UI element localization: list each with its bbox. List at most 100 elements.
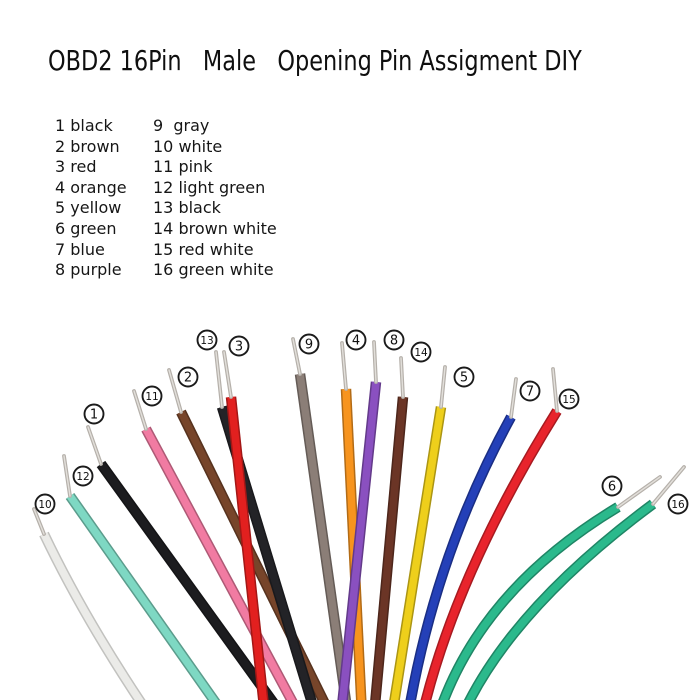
wire-8-stripped-tip-highlight: [373, 341, 377, 383]
legend-item: 12 light green: [153, 177, 266, 197]
pin-badge-16-number: 16: [671, 499, 685, 511]
legend-item: 6 green: [55, 218, 117, 238]
pin-badge-9-number: 9: [305, 338, 313, 353]
legend-item: 7 blue: [55, 239, 105, 259]
pin-badge-2-circle: [177, 366, 199, 388]
wire-15-red-white: [422, 409, 561, 700]
wire-16-stripped-tip-highlight: [652, 466, 685, 505]
pin-badge-12: 12: [72, 465, 94, 487]
pin-badge-8-number: 8: [390, 334, 398, 349]
wire-3-stripped-tip-highlight: [223, 351, 232, 398]
pin-badge-12-circle: [72, 465, 94, 487]
pin-badge-15-circle: [558, 388, 580, 410]
wire-7-blue: [407, 415, 515, 700]
wire-16-green-white: [465, 500, 656, 700]
wire-group: [32, 337, 686, 700]
legend-item: 9 gray: [153, 116, 210, 135]
pin-badge-6-circle: [601, 475, 623, 497]
pin-badge-3-circle: [228, 335, 250, 357]
pin-badge-14-number: 14: [414, 347, 428, 359]
wire-10-white: [40, 532, 144, 700]
legend-item: 15 red white: [153, 239, 254, 259]
pin-badge-6: 6: [601, 475, 623, 497]
pin-badge-2: 2: [177, 366, 199, 388]
pin-badge-3-number: 3: [235, 340, 243, 355]
wire-1-stripped-tip-highlight: [87, 426, 102, 465]
wire-11-stripped-tip-highlight: [133, 390, 147, 430]
wire-9-stripped-tip-highlight: [292, 338, 301, 375]
pin-badge-5: 5: [453, 366, 475, 388]
pin-badge-15: 15: [558, 388, 580, 410]
legend-item: 4 orange: [55, 177, 127, 197]
pin-badge-6-number: 6: [608, 480, 616, 495]
wire-9-gray: [296, 373, 350, 700]
pin-badge-8-circle: [383, 329, 405, 351]
legend-item: 3 red: [55, 157, 97, 177]
pin-badge-3: 3: [228, 335, 250, 357]
legend-item: 8 purple: [55, 260, 122, 280]
pin-badge-7: 7: [519, 380, 541, 402]
legend-item: 14 brown white: [153, 218, 277, 238]
wire-12-light-green: [66, 493, 219, 700]
pin-badge-1-number: 1: [90, 408, 98, 423]
legend-item: 1 black: [55, 116, 113, 135]
pin-badge-12-number: 12: [76, 471, 89, 483]
pin-badge-5-circle: [453, 366, 475, 388]
pin-badge-13: 13: [196, 329, 218, 351]
wire-5-yellow: [390, 406, 445, 700]
pin-badge-5-number: 5: [460, 371, 468, 386]
pin-badge-10: 10: [34, 493, 56, 515]
pin-badge-1: 1: [83, 403, 105, 425]
wire-3-red: [227, 396, 268, 700]
wire-10-stripped-tip-highlight: [33, 508, 45, 535]
pin-badge-11: 11: [141, 385, 163, 407]
wire-6-green: [439, 503, 620, 700]
pin-badge-4: 4: [345, 329, 367, 351]
wire-8-purple: [338, 381, 380, 700]
pin-badge-1-circle: [83, 403, 105, 425]
wire-5-stripped-tip-highlight: [440, 366, 446, 408]
wire-14-stripped-tip-highlight: [400, 357, 404, 398]
pin-badge-10-circle: [34, 493, 56, 515]
wire-11-pink: [142, 427, 296, 700]
legend-item: 10 white: [153, 136, 223, 156]
pin-badge-7-circle: [519, 380, 541, 402]
pin-badge-16: 16: [667, 493, 689, 515]
wire-4-stripped-tip-highlight: [341, 342, 347, 390]
legend-item: 2 brown: [55, 136, 120, 156]
pin-badge-4-circle: [345, 329, 367, 351]
pin-badge-16-circle: [667, 493, 689, 515]
legend-item: 5 yellow: [55, 198, 122, 218]
legend-item: 11 pink: [153, 157, 213, 177]
pin-badge-11-number: 11: [145, 391, 158, 403]
pin-badge-4-number: 4: [352, 334, 360, 349]
pin-badge-15-number: 15: [562, 394, 575, 406]
pin-badge-9: 9: [298, 333, 320, 355]
pin-badge-13-circle: [196, 329, 218, 351]
pin-badge-11-circle: [141, 385, 163, 407]
wire-1-black: [97, 461, 277, 700]
legend-item: 13 black: [153, 198, 221, 218]
page-title: OBD2 16Pin Male Opening Pin Assigment DI…: [48, 44, 582, 77]
pin-badge-2-number: 2: [184, 371, 192, 386]
wire-7-stripped-tip-highlight: [510, 378, 517, 418]
pin-badge-14: 14: [410, 341, 432, 363]
wire-6-stripped-tip-highlight: [617, 476, 661, 508]
wire-6-green-edge: [438, 502, 621, 700]
pin-badge-8: 8: [383, 329, 405, 351]
pin-badge-7-number: 7: [526, 385, 534, 400]
legend-item: 16 green white: [153, 260, 274, 280]
wire-13-stripped-tip-highlight: [215, 351, 223, 408]
pin-badge-14-circle: [410, 341, 432, 363]
wire-15-stripped-tip-highlight: [552, 368, 558, 412]
pin-badge-10-number: 10: [38, 499, 51, 511]
wire-12-stripped-tip-highlight: [63, 455, 71, 497]
wire-2-stripped-tip-highlight: [168, 369, 182, 413]
wire-14-brown-white: [371, 396, 407, 700]
